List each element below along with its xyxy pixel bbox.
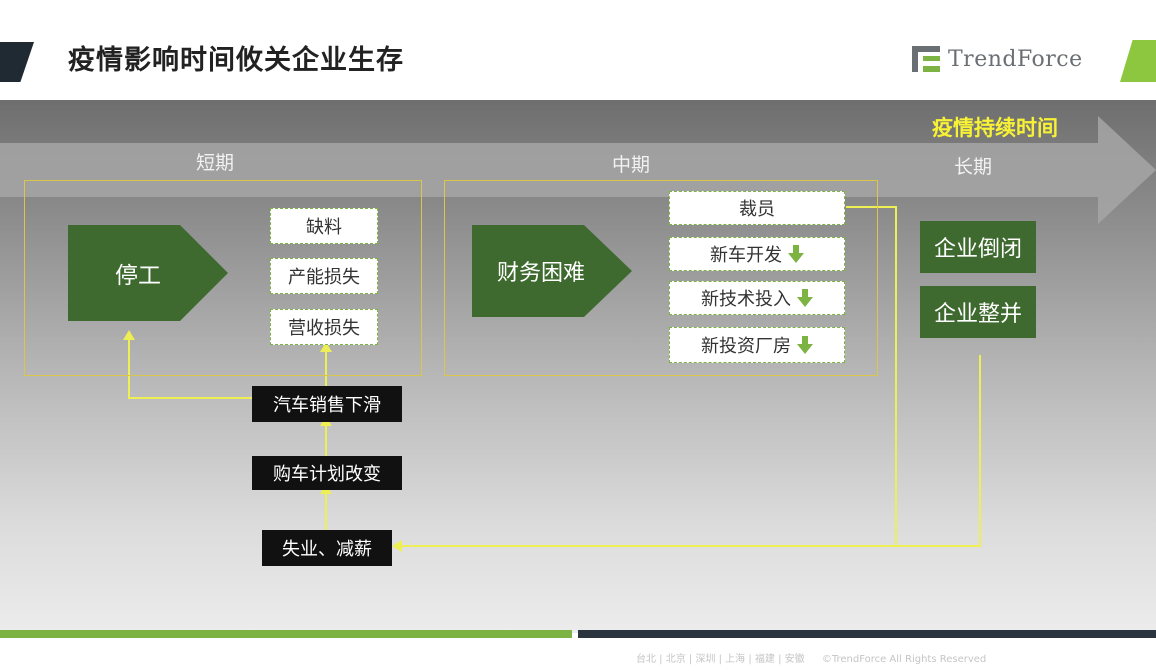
connector-layoff-to-unemployment: [400, 206, 897, 547]
arrowhead-stop: [123, 330, 135, 340]
outcome-consolidation: 企业整并: [920, 286, 1036, 338]
page-title: 疫情影响时间攸关企业生存: [68, 45, 404, 76]
effect-layoff: 裁员: [669, 191, 845, 225]
financial-difficulty-shape: [472, 225, 632, 317]
bottom-bar-dark: [578, 630, 1156, 638]
trendforce-logo: TrendForce: [912, 44, 1083, 74]
short-term-frame: [24, 180, 422, 376]
down-arrow-icon: [797, 289, 813, 307]
mid-term-frame: [444, 180, 878, 376]
footer-cities: 台北 | 北京 | 深圳 | 上海 | 福建 | 安徽: [636, 654, 805, 665]
stop-work-shape: [68, 225, 228, 321]
header: [0, 0, 1156, 100]
chain-unemployment-pay-cut: 失业、减薪: [262, 530, 392, 566]
trendforce-logo-icon: [912, 46, 940, 72]
footer-copyright: ©TrendForce All Rights Reserved: [821, 654, 987, 665]
effect-new-tech-investment: 新技术投入: [669, 281, 845, 315]
financial-difficulty-label: 财务困难: [496, 261, 585, 286]
new-factory-investment-label: 新投资厂房: [701, 336, 791, 357]
connector-sales-to-stop: [128, 338, 252, 399]
down-arrow-icon: [788, 245, 804, 263]
logo-text: TrendForce: [948, 46, 1083, 72]
effect-revenue-loss: 营收损失: [270, 309, 378, 345]
footer-text: 台北 | 北京 | 深圳 | 上海 | 福建 | 安徽 ©TrendForce …: [636, 650, 986, 665]
outcome-bankruptcy: 企业倒闭: [920, 221, 1036, 273]
down-arrow-icon: [797, 336, 813, 354]
effect-new-factory-investment: 新投资厂房: [669, 327, 845, 363]
effect-material-shortage: 缺料: [270, 208, 378, 244]
phase-long-term: 长期: [954, 156, 993, 178]
duration-label: 疫情持续时间: [932, 116, 1058, 140]
chain-purchase-plan-change: 购车计划改变: [252, 456, 402, 490]
new-tech-investment-label: 新技术投入: [701, 289, 791, 310]
arrowhead-unemployment: [392, 540, 402, 552]
phase-mid-term: 中期: [612, 154, 651, 176]
stop-work-label: 停工: [115, 263, 161, 289]
bottom-bar-green: [0, 630, 572, 638]
new-car-development-label: 新车开发: [710, 245, 782, 266]
effect-new-car-development: 新车开发: [669, 237, 845, 271]
connector-longterm-to-unemployment: [896, 355, 981, 547]
phase-short-term: 短期: [196, 152, 235, 174]
arrowhead-revenue: [320, 342, 332, 352]
effect-capacity-loss: 产能损失: [270, 258, 378, 294]
chain-sales-decline: 汽车销售下滑: [252, 386, 402, 422]
timeline-arrow: [0, 116, 1156, 224]
